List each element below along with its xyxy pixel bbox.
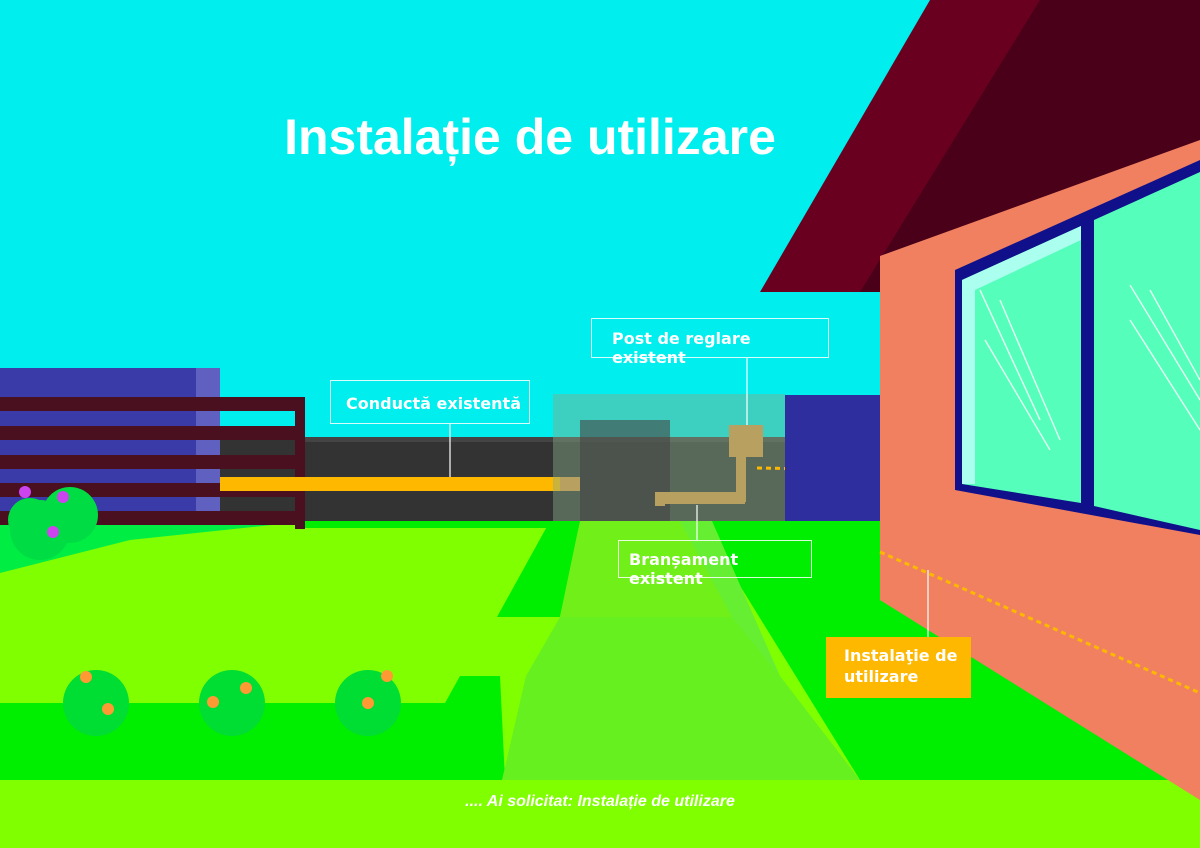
label-post-reglare: Post de reglare existent bbox=[591, 318, 829, 367]
window-pane-left bbox=[962, 226, 1081, 503]
window-reflections bbox=[979, 284, 1200, 451]
blue-wall bbox=[785, 395, 880, 521]
shrub bbox=[63, 670, 129, 736]
installation-dash bbox=[879, 550, 1200, 695]
path-stone bbox=[526, 617, 780, 676]
branch-pipes bbox=[560, 452, 746, 506]
window-pane-right bbox=[1094, 172, 1200, 530]
path-stone bbox=[680, 521, 780, 676]
shrub bbox=[199, 670, 265, 736]
path-stone bbox=[502, 676, 860, 780]
regulator-post bbox=[729, 425, 763, 457]
label-post-reglare-text: Post de reglare existent bbox=[612, 329, 751, 367]
window-glare bbox=[962, 226, 1081, 484]
label-conducta-text: Conductă existentă bbox=[346, 394, 521, 413]
bush-left bbox=[8, 486, 98, 560]
house-roof-side bbox=[860, 0, 1200, 292]
path-stone bbox=[560, 521, 732, 617]
existing-pipe bbox=[220, 477, 560, 491]
fence-gaps-dark bbox=[220, 440, 295, 511]
label-bransament: Branșament existent bbox=[618, 540, 812, 588]
footer-caption: .... Ai solicitat: Instalație de utiliza… bbox=[465, 793, 735, 810]
neighbour-building-side bbox=[196, 368, 220, 520]
label-bransament-text: Branșament existent bbox=[629, 550, 739, 588]
path-stone bbox=[497, 521, 580, 617]
street-strip-light bbox=[305, 437, 785, 442]
label-instalatie-utilizare: Instalaţie de utilizare bbox=[826, 637, 971, 698]
shrub bbox=[335, 670, 401, 736]
label-instalatie-line2: utilizare bbox=[844, 667, 919, 686]
footer-strip bbox=[0, 780, 1200, 848]
label-conducta: Conductă existentă bbox=[330, 380, 530, 424]
page-title: Instalație de utilizare bbox=[284, 109, 776, 165]
leader-lines bbox=[449, 358, 929, 637]
label-instalatie-line1: Instalaţie de bbox=[844, 646, 958, 665]
